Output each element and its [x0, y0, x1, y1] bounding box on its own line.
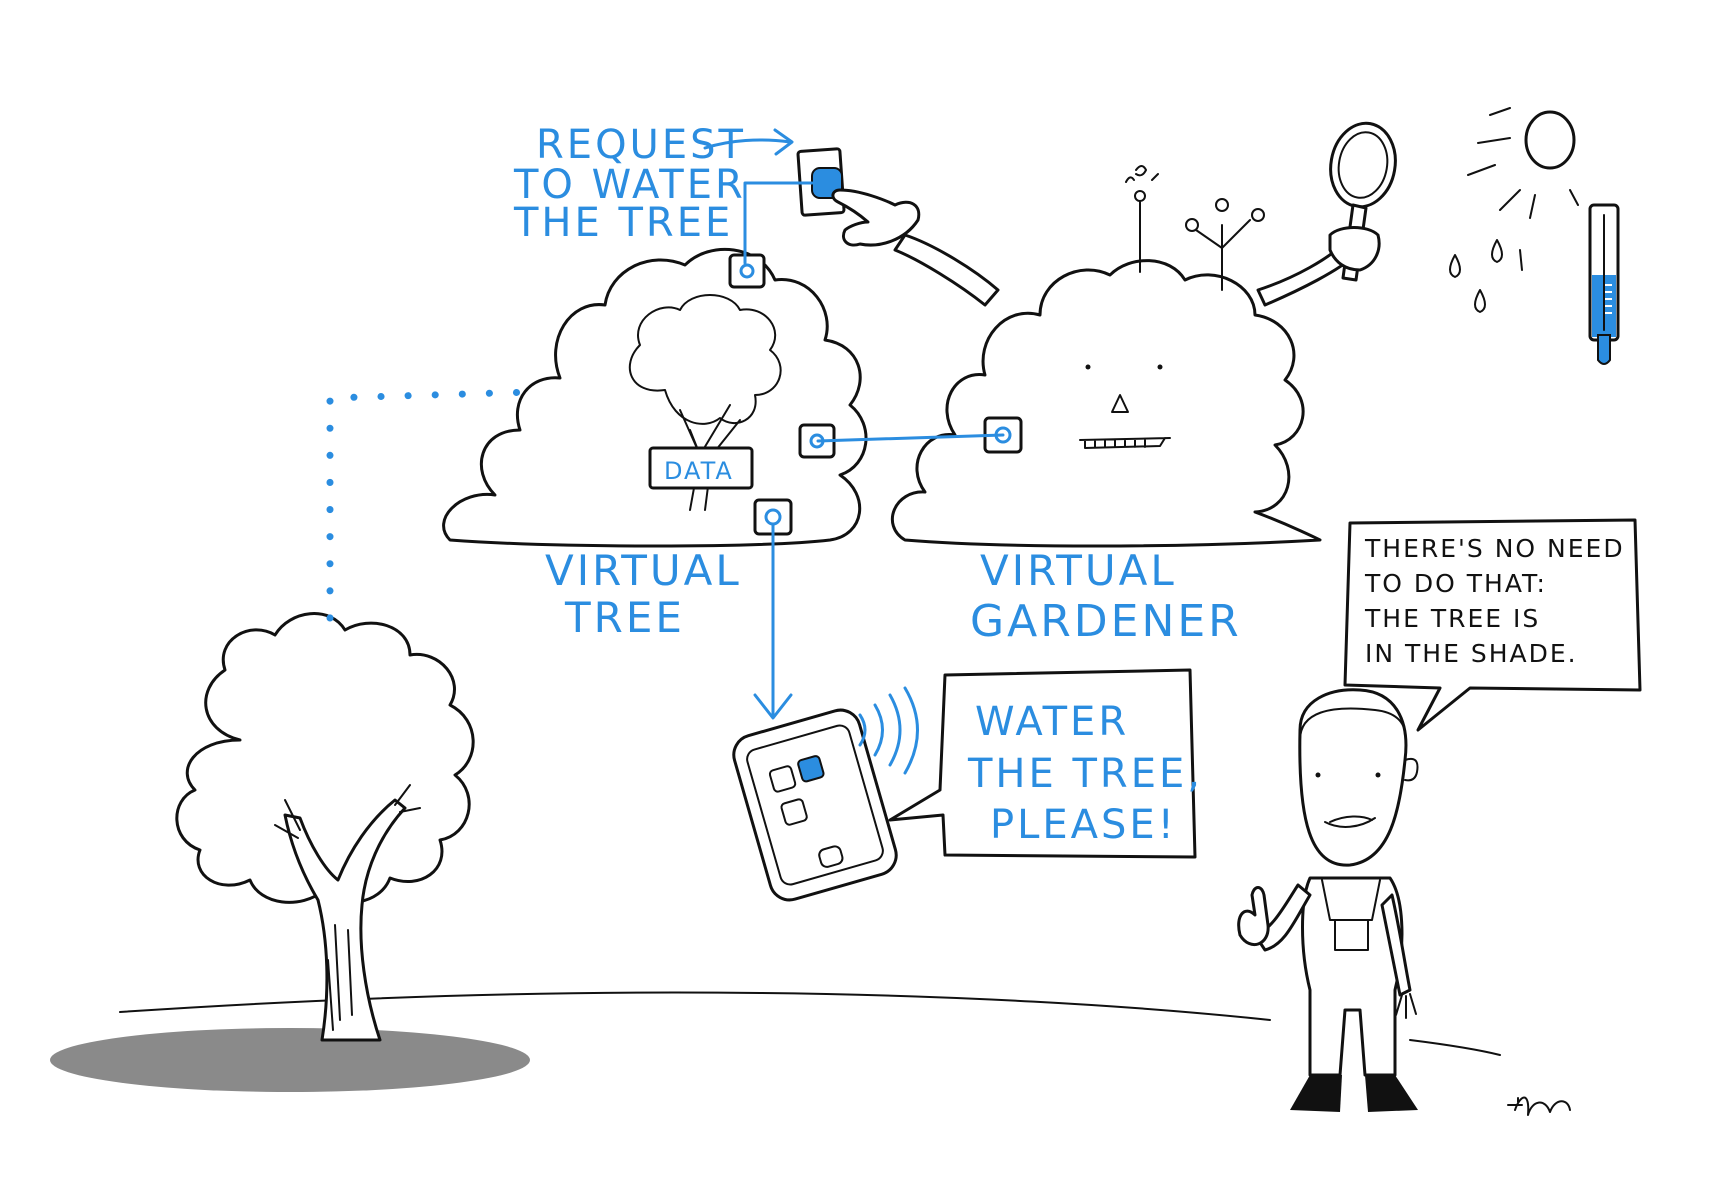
real-tree: [175, 612, 475, 1042]
phone-message-line2: THE TREE,: [967, 751, 1203, 797]
real-gardener: [1237, 688, 1419, 1112]
signal-waves-icon: [858, 686, 919, 775]
phone-message-line3: PLEASE!: [990, 802, 1177, 848]
gardener-cloud-body: [891, 259, 1322, 548]
virtual-tree-connector-top[interactable]: [728, 253, 766, 289]
request-label-line3: THE TREE: [513, 200, 733, 246]
smartphone-icon[interactable]: [729, 705, 901, 904]
request-label-line2: TO WATER: [513, 162, 746, 208]
virtual-gardener-label-line1: VIRTUAL: [980, 546, 1177, 595]
gardener-speech-line2: TO DO THAT:: [1364, 569, 1547, 598]
gardener-left-arm: [893, 233, 1000, 307]
thermometer-icon: [1588, 203, 1620, 365]
tree-gardener-link: [816, 433, 1005, 443]
virtual-gardener-cloud: [891, 165, 1357, 548]
notify-arrow: [753, 522, 793, 720]
wind-vane-icon: [1185, 198, 1265, 291]
gardener-speech-line1: THERE'S NO NEED: [1364, 534, 1625, 563]
virtual-tree-label-line1: VIRTUAL: [545, 546, 742, 595]
data-tag: [648, 446, 754, 490]
phone-message-line1: WATER: [975, 699, 1129, 745]
magnifying-glass-icon: [1328, 121, 1397, 282]
virtual-tree-inner-canopy: [628, 294, 782, 425]
data-tag-label: DATA: [664, 457, 734, 485]
real-tree-trunk: [283, 798, 407, 1042]
request-arrow: [703, 128, 794, 156]
gardener-speech-line3: THE TREE IS: [1364, 604, 1540, 633]
dotted-link: [326, 386, 604, 622]
request-label: REQUEST TO WATER THE TREE: [513, 122, 794, 246]
real-tree-canopy: [175, 612, 475, 904]
antenna-icon: [1125, 165, 1159, 273]
tree-shadow: [50, 1028, 530, 1092]
virtual-tree-cloud: DATA: [442, 247, 868, 548]
rain-drops-icon: [1449, 239, 1523, 313]
button-link: [743, 181, 814, 265]
pointing-hand: [831, 188, 921, 247]
sun-icon: [1467, 107, 1579, 219]
gardener-speech-bubble: THERE'S NO NEED TO DO THAT: THE TREE IS …: [1343, 518, 1642, 732]
gardener-speech-line4: IN THE SHADE.: [1365, 639, 1578, 668]
virtual-gardener-label-line2: GARDENER: [970, 596, 1242, 647]
request-label-line1: REQUEST: [536, 122, 746, 168]
ground: [50, 991, 1501, 1092]
phone-message-bubble: WATER THE TREE, PLEASE!: [888, 668, 1203, 859]
virtual-tree-label-line2: TREE: [564, 593, 685, 642]
artist-signature: [1507, 1096, 1571, 1116]
